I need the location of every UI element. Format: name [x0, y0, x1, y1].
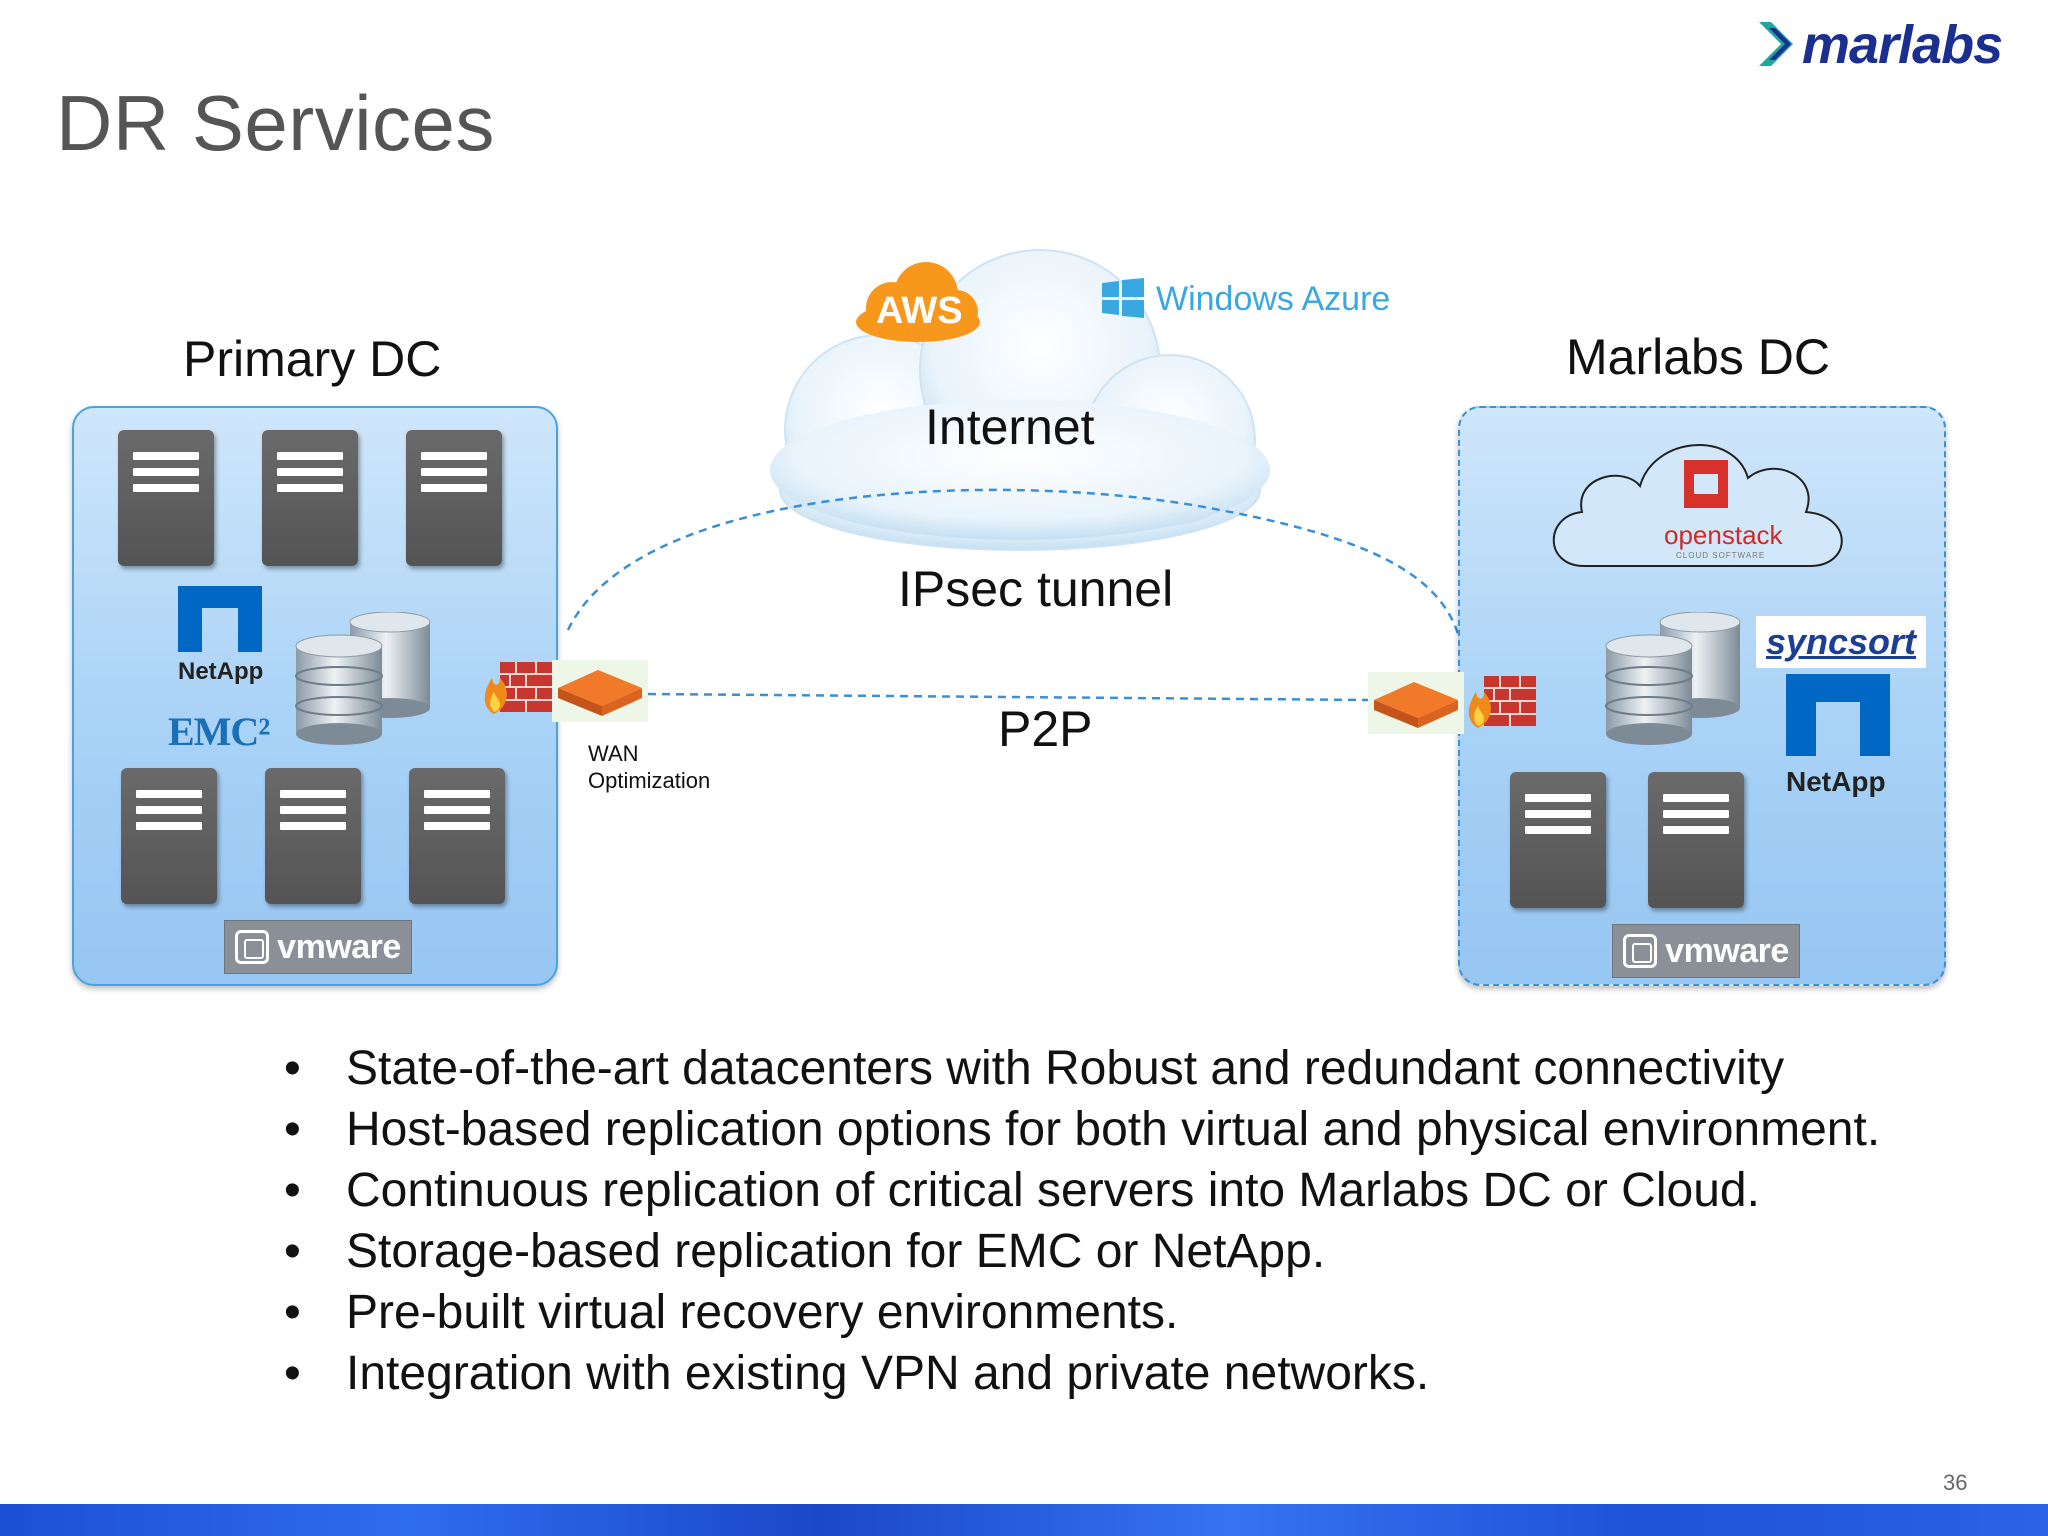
bullet-item: State-of-the-art datacenters with Robust… [280, 1038, 1920, 1099]
aws-label: AWS [876, 290, 963, 332]
wan-label-line2: Optimization [588, 768, 711, 793]
netapp-label: NetApp [1786, 766, 1886, 797]
bullet-item: Storage-based replication for EMC or Net… [280, 1221, 1920, 1282]
server-icon [118, 430, 214, 566]
syncsort-logo: syncsort [1756, 616, 1926, 668]
bullet-list: State-of-the-art datacenters with Robust… [280, 1038, 1920, 1404]
wan-optimization-label: WAN Optimization [588, 740, 710, 794]
marlabs-logo [1755, 18, 1803, 74]
footer-bar [0, 1504, 2048, 1536]
openstack-sublabel: CLOUD SOFTWARE [1676, 551, 1766, 560]
connection-lines [566, 488, 1464, 702]
bullet-item: Pre-built virtual recovery environments. [280, 1282, 1920, 1343]
emc-logo: EMC² [168, 709, 270, 754]
bullet-item: Host-based replication options for both … [280, 1099, 1920, 1160]
page-number: 36 [1943, 1470, 1968, 1495]
internet-cloud [770, 249, 1270, 551]
ipsec-tunnel-label: IPsec tunnel [898, 561, 1174, 617]
marlabs-chevron-icon [1759, 22, 1793, 66]
database-icon [295, 612, 431, 745]
vmware-logo: vmware [224, 920, 412, 974]
server-icon [121, 768, 217, 904]
netapp-logo-icon [1786, 674, 1890, 756]
openstack-cloud-icon [1552, 444, 1843, 567]
azure-label: Windows Azure [1156, 280, 1391, 318]
p2p-label: P2P [998, 701, 1093, 757]
slide-title: DR Services [56, 79, 495, 167]
primary-dc-label: Primary DC [183, 331, 442, 387]
wan-optimizer-appliance-icon [1368, 672, 1464, 734]
server-icon [406, 430, 502, 566]
vmware-label: vmware [1665, 931, 1789, 970]
vmware-label: vmware [277, 927, 401, 966]
firewall-icon [484, 662, 552, 714]
wan-label-line1: WAN [588, 741, 639, 766]
internet-label: Internet [925, 399, 1095, 455]
aws-icon [856, 262, 980, 342]
bullet-item: Continuous replication of critical serve… [280, 1160, 1920, 1221]
openstack-label: openstack [1664, 520, 1783, 550]
server-icon [1648, 772, 1744, 908]
marlabs-dc-label: Marlabs DC [1566, 329, 1830, 385]
database-icon [1605, 612, 1741, 745]
vmware-icon [1623, 934, 1658, 968]
vmware-logo: vmware [1612, 924, 1800, 978]
firewall-icon [1468, 676, 1536, 728]
marlabs-logo-text: marlabs [1802, 15, 2003, 75]
wan-optimizer-appliance-icon [552, 660, 648, 722]
server-icon [409, 768, 505, 904]
server-icon [1510, 772, 1606, 908]
server-icon [265, 768, 361, 904]
netapp-label: NetApp [178, 658, 264, 685]
windows-logo-icon [1102, 278, 1144, 318]
bullet-item: Integration with existing VPN and privat… [280, 1343, 1920, 1404]
server-icon [262, 430, 358, 566]
vmware-icon [235, 930, 270, 964]
netapp-logo-icon [178, 586, 262, 652]
